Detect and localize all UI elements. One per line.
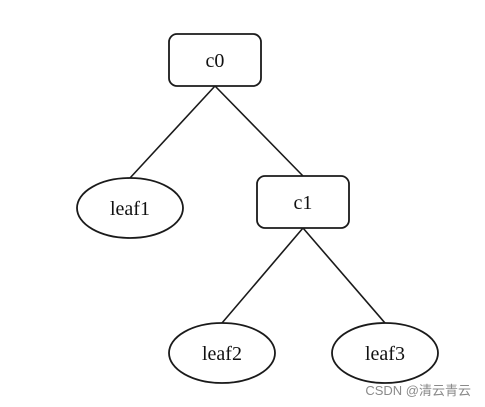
edge-c1-leaf3 [302,227,386,324]
node-ellipse-leaf3 [331,322,439,384]
nodes-layer: c0 leaf1 c1 leaf2 leaf3 [76,33,439,384]
edges-layer [129,85,386,324]
node-leaf2: leaf2 [168,322,276,384]
node-label-c0: c0 [206,50,225,72]
node-label-leaf1: leaf1 [110,198,150,220]
node-label-c1: c1 [294,192,313,214]
node-label-leaf2: leaf2 [202,343,242,365]
node-label-leaf3: leaf3 [365,343,405,365]
node-c1: c1 [256,175,350,229]
edge-c0-leaf1 [129,85,216,179]
edge-c1-leaf2 [221,227,304,324]
node-leaf3: leaf3 [331,322,439,384]
node-c0: c0 [168,33,262,87]
edge-c0-c1 [214,85,304,177]
node-leaf1: leaf1 [76,177,184,239]
watermark: CSDN @清云青云 [365,383,471,398]
node-box-c1 [256,175,350,229]
node-ellipse-leaf1 [76,177,184,239]
node-ellipse-leaf2 [168,322,276,384]
node-box-c0 [168,33,262,87]
